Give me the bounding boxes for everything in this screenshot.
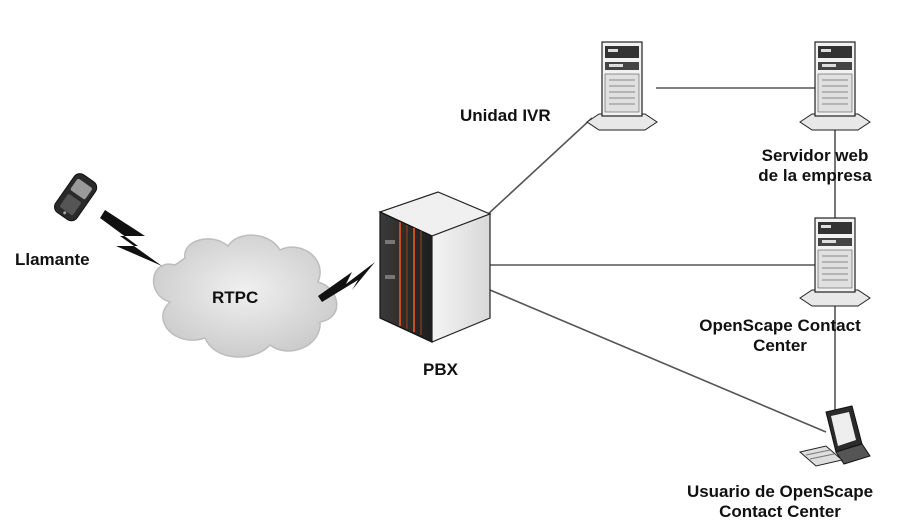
contact-center-label: OpenScape Contact Center (670, 316, 890, 356)
ivr-label: Unidad IVR (460, 106, 551, 125)
workstation-icon (798, 405, 871, 467)
mobile-phone-icon (54, 173, 98, 222)
tower-server-icon (586, 41, 658, 131)
caller-label: Llamante (15, 250, 90, 269)
user-label: Usuario de OpenScape Contact Center (660, 482, 900, 522)
server-rack-icon (378, 191, 492, 343)
webserver-label-line2: de la empresa (758, 166, 872, 185)
webserver-label: Servidor web de la empresa (740, 146, 890, 186)
connection-lines (486, 87, 836, 433)
tower-server-icon (799, 217, 871, 307)
webserver-label-line1: Servidor web (761, 146, 869, 165)
pbx-label: PBX (423, 360, 458, 379)
link-pbx-ivr (486, 117, 593, 216)
contact-center-label-line1: OpenScape Contact (699, 316, 861, 335)
tower-server-icon (799, 41, 871, 131)
pstn-label: RTPC (212, 288, 259, 307)
cloud-icon (153, 234, 338, 358)
link-pbx-user (489, 289, 827, 433)
contact-center-label-line2: Center (753, 336, 807, 355)
wireless-link-pbx-icon (318, 262, 375, 302)
user-label-line2: Contact Center (719, 502, 841, 521)
user-label-line1: Usuario de OpenScape (686, 482, 874, 501)
wireless-link-caller-icon (100, 210, 162, 266)
